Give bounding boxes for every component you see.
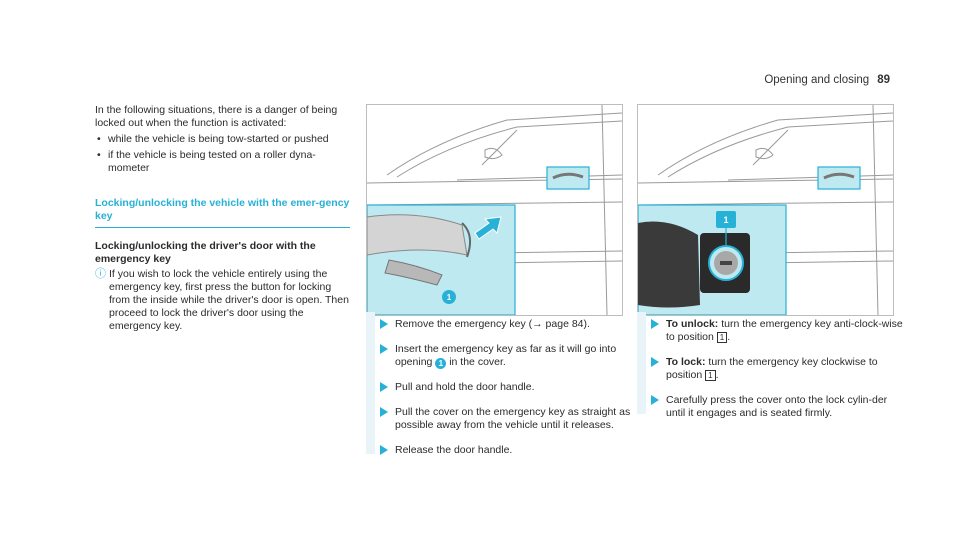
step-unlock: To unlock: turn the emergency key anti-c… <box>651 318 906 344</box>
note: ⓘ If you wish to lock the vehicle entire… <box>95 268 350 333</box>
step-1: Remove the emergency key (→ page 84). <box>380 318 635 331</box>
step-2: Insert the emergency key as far as it wi… <box>380 343 635 369</box>
step-text: Pull the cover on the emergency key as s… <box>395 406 631 431</box>
step-lock: To lock: turn the emergency key clockwis… <box>651 356 906 382</box>
position-marker: 1 <box>705 370 716 381</box>
header-title: Opening and closing <box>764 74 870 86</box>
step-label: To unlock: <box>666 318 719 330</box>
step-text: Pull and hold the door handle. <box>395 381 535 393</box>
step-text: . <box>715 369 719 381</box>
step-text: turn the emergency key anti-clock-wise t… <box>666 318 903 343</box>
door-illustration-1: 1 <box>367 105 622 315</box>
page-header: Opening and closing 89 <box>764 74 890 86</box>
arrow-icon <box>651 395 659 405</box>
figure1-callout: 1 <box>447 293 452 302</box>
arrow-icon <box>380 382 388 392</box>
column-stripe-3 <box>637 312 646 414</box>
info-icon: ⓘ <box>95 268 106 280</box>
arrow-icon <box>651 357 659 367</box>
position-marker: 1 <box>716 332 728 343</box>
step-4: Pull the cover on the emergency key as s… <box>380 406 635 432</box>
step-label: To lock: <box>666 356 706 368</box>
step-text: . <box>727 331 731 343</box>
step-press-cover: Carefully press the cover onto the lock … <box>651 394 906 420</box>
arrow-icon <box>380 407 388 417</box>
page-number: 89 <box>877 74 890 86</box>
step-text: Remove the emergency key (→ page 84). <box>395 318 590 330</box>
step-text: in the cover. <box>446 356 506 368</box>
arrow-icon <box>380 344 388 354</box>
step-text: Insert the emergency key as far as it wi… <box>395 343 617 368</box>
figure2-callout: 1 <box>723 215 728 225</box>
situation-list: while the vehicle is being tow-started o… <box>95 133 350 175</box>
callout-number: 1 <box>435 358 447 369</box>
figure-door-handle-cover: 1 <box>366 104 623 316</box>
list-item: while the vehicle is being tow-started o… <box>95 133 350 146</box>
arrow-icon <box>380 319 388 329</box>
note-text: If you wish to lock the vehicle entirely… <box>109 268 349 332</box>
figure-lock-cylinder: 1 <box>637 104 894 316</box>
section-title: Locking/unlocking the vehicle with the e… <box>95 197 350 228</box>
arrow-icon <box>380 445 388 455</box>
steps-column-2: Remove the emergency key (→ page 84). In… <box>380 318 635 469</box>
steps-column-3: To unlock: turn the emergency key anti-c… <box>651 318 906 432</box>
step-text: turn the emergency key clockwise to posi… <box>666 356 878 381</box>
column-stripe-2 <box>366 312 375 454</box>
intro-paragraph: In the following situations, there is a … <box>95 104 338 129</box>
arrow-icon <box>651 319 659 329</box>
step-text: Carefully press the cover onto the lock … <box>666 394 888 419</box>
door-illustration-2: 1 <box>638 105 893 315</box>
subsection-title: Locking/unlocking the driver's door with… <box>95 240 316 265</box>
step-5: Release the door handle. <box>380 444 635 457</box>
text-column-1: In the following situations, there is a … <box>95 104 350 333</box>
step-3: Pull and hold the door handle. <box>380 381 635 394</box>
list-item: if the vehicle is being tested on a roll… <box>95 149 350 175</box>
step-text: Release the door handle. <box>395 444 513 456</box>
